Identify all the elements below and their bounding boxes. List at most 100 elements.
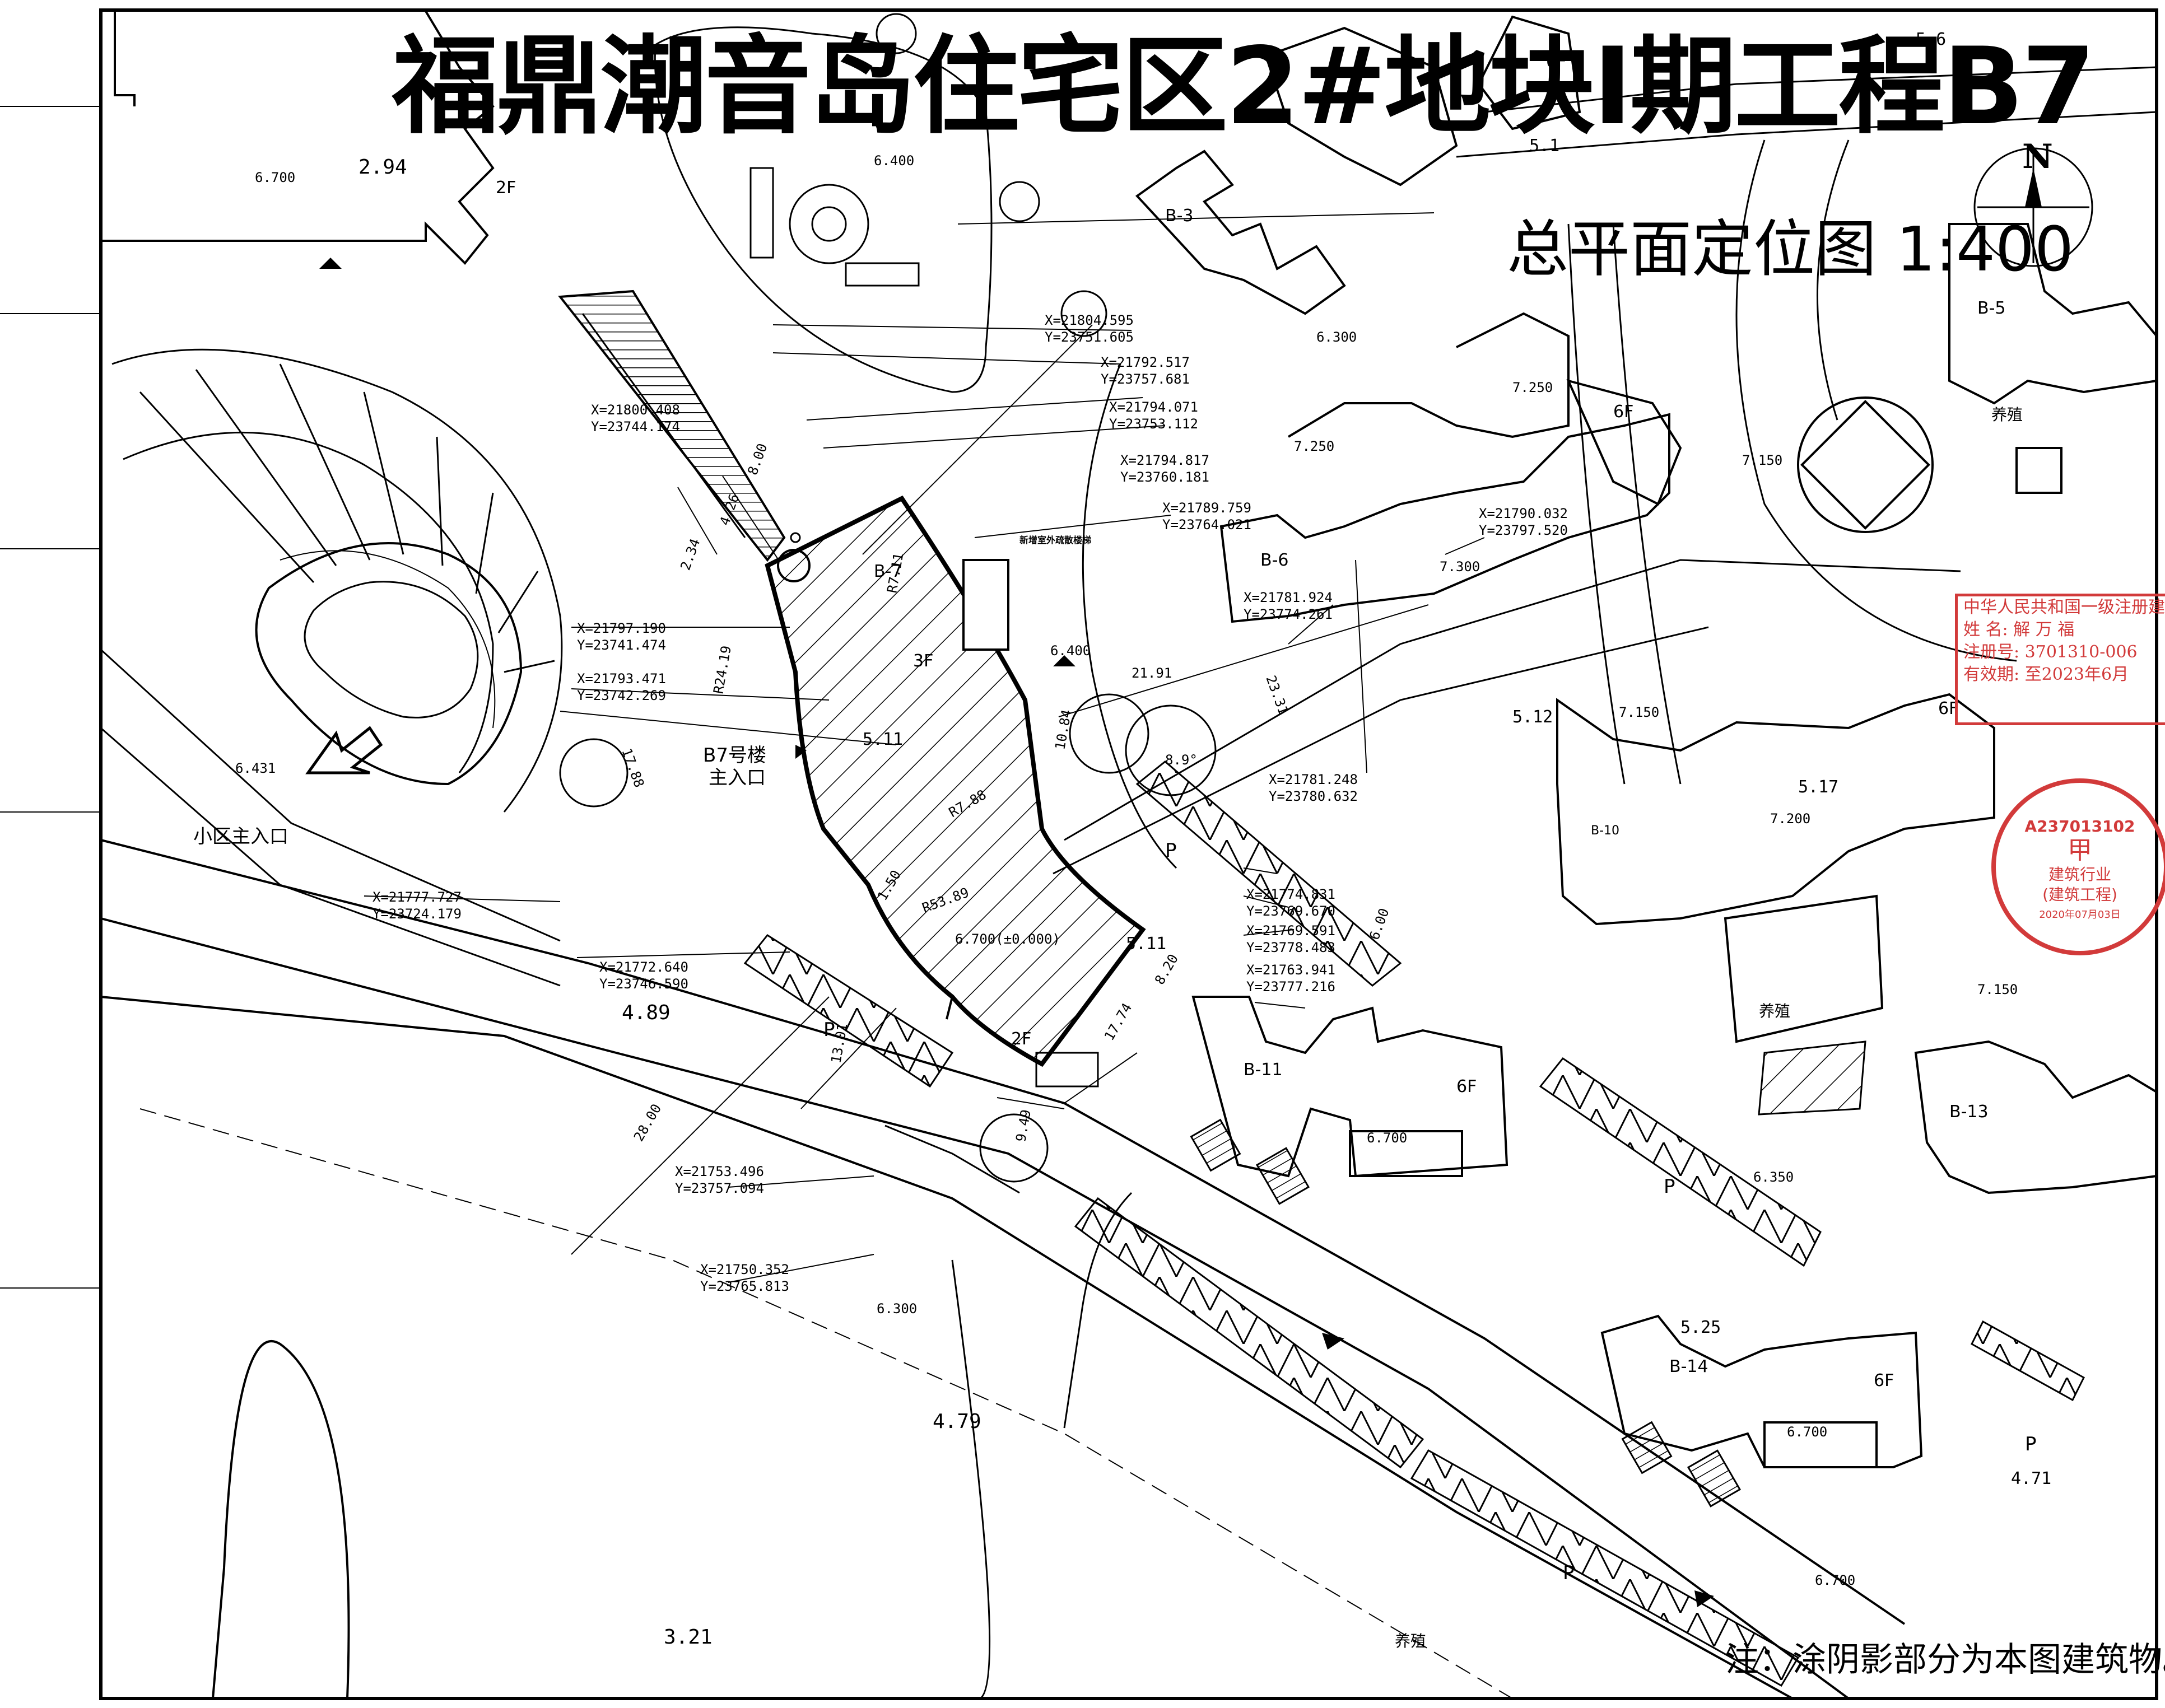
- label-6f-top: 6F: [1546, 52, 1566, 72]
- coordinate-x: X=21789.759: [1162, 500, 1251, 516]
- stamp-line: 中华人民共和国一级注册建: [1963, 598, 2165, 617]
- elevation-label: 6.431: [235, 760, 276, 776]
- building-labels: B-3 B-5 B-6 B-7 B-10 B-11 B-13 B-14 2F 2…: [496, 52, 2006, 1390]
- coordinate-x: X=21804.595: [1045, 312, 1134, 328]
- label-b10: B-10: [1591, 824, 1619, 838]
- coordinate-y: Y=23765.813: [700, 1278, 789, 1294]
- elevation-label: 5.25: [1680, 1318, 1721, 1337]
- registration-stamp: 中华人民共和国一级注册建 姓 名: 解 万 福 注册号: 3701310-006…: [1955, 594, 2165, 725]
- seal-industry: 建筑行业: [2048, 865, 2111, 884]
- elevation-label: 7.150: [1619, 704, 1659, 720]
- elevation-label: 5.12: [1512, 707, 1553, 727]
- label-b6: B-6: [1260, 550, 1289, 570]
- coordinate-y: Y=23764.021: [1162, 517, 1251, 533]
- stamp-line: 姓 名: 解 万 福: [1963, 620, 2075, 640]
- coordinate-labels: X=21804.595 Y=23751.605 X=21792.517 Y=23…: [373, 312, 1568, 1294]
- coordinate-y: Y=23769.670: [1246, 903, 1335, 919]
- elevation-label: 7.250: [1294, 438, 1334, 454]
- coordinate-y: Y=23751.605: [1045, 329, 1134, 345]
- coordinate-x: X=21781.924: [1244, 590, 1333, 605]
- stamp-line: 注册号: 3701310-006: [1963, 642, 2138, 662]
- roads: [100, 66, 2157, 1700]
- coordinate-x: X=21772.640: [599, 959, 688, 975]
- landscape-label: 养殖: [1759, 1002, 1790, 1020]
- parking-label: P: [1165, 839, 1177, 862]
- parking-label: P: [2025, 1433, 2037, 1455]
- b7-building: [765, 495, 1146, 1088]
- elevation-label: 7.200: [1770, 811, 1810, 827]
- coordinate-x: X=21781.248: [1269, 772, 1358, 787]
- label-6f-b14: 6F: [1874, 1371, 1894, 1390]
- stamp-line: 有效期: 至2023年6月: [1963, 665, 2129, 684]
- coordinate-x: X=21777.727: [373, 889, 462, 905]
- coordinate-x: X=21797.190: [577, 620, 666, 636]
- elevation-label: 5.17: [1798, 777, 1838, 797]
- coordinate-x: X=21794.071: [1109, 399, 1198, 415]
- elevation-label: 4.79: [933, 1410, 981, 1433]
- b7-entry-label-1: B7号楼: [703, 744, 766, 767]
- coordinate-y: Y=23777.216: [1246, 979, 1335, 995]
- coordinate-y: Y=23797.520: [1479, 522, 1568, 538]
- b7-stairs: [558, 290, 786, 562]
- parking-strips: [743, 760, 2085, 1687]
- label-2f-b7: 2F: [1011, 1029, 1031, 1049]
- dimension-label: 21.91: [1132, 665, 1172, 681]
- neighbor-buildings: [1135, 15, 2158, 1468]
- elevation-label: 4.71: [2011, 1469, 2051, 1488]
- trees: [559, 532, 1217, 1183]
- label-b3: B-3: [1165, 206, 1194, 226]
- elevation-label: 6.400: [874, 153, 914, 169]
- seal-date: 2020年07月03日: [2039, 909, 2121, 921]
- label-3f: 3F: [913, 651, 933, 671]
- coordinate-x: X=21763.941: [1246, 962, 1335, 978]
- landscape-label: 养殖: [1395, 1632, 1426, 1650]
- coordinate-y: Y=23757.681: [1101, 371, 1190, 387]
- parking-label: P: [823, 1019, 835, 1041]
- coordinate-x: X=21793.471: [577, 671, 666, 687]
- coordinate-y: Y=23780.632: [1269, 788, 1358, 804]
- coordinate-y: Y=23774.261: [1244, 606, 1333, 622]
- landscape-label: 养殖: [1991, 405, 2023, 424]
- elevation-label: 7.150: [1742, 452, 1782, 468]
- label-6f-b6: 6F: [1613, 402, 1633, 422]
- elevation-label: 6.350: [1753, 1169, 1794, 1185]
- b7-entry-label-2: 主入口: [709, 767, 766, 789]
- stair-blocks: [1190, 1118, 1742, 1508]
- landscape-labels: 养殖 养殖 养殖 P P P P P: [823, 405, 2037, 1650]
- label-b7: B-7: [874, 562, 902, 581]
- elevation-label: 7.300: [1440, 559, 1480, 575]
- coordinate-y: Y=23778.483: [1246, 940, 1335, 955]
- coordinate-x: X=21753.496: [675, 1164, 764, 1179]
- elevation-label: 5.1: [1529, 136, 1559, 156]
- svg-text:N: N: [2022, 137, 2053, 176]
- elevation-label: 6.700: [255, 170, 295, 185]
- coordinate-y: Y=23753.112: [1109, 416, 1198, 432]
- main-entry-label: 小区主入口: [193, 825, 288, 848]
- elevation-label: 3.21: [664, 1626, 713, 1649]
- plaza-semicircle: [111, 348, 563, 813]
- coordinate-x: X=21794.817: [1120, 452, 1209, 468]
- new-stair-label: 新增室外疏散楼梯: [1019, 535, 1091, 545]
- coordinate-x: X=21750.352: [700, 1262, 789, 1277]
- top-left-building: [101, 10, 495, 265]
- label-b11: B-11: [1244, 1060, 1283, 1080]
- coordinate-x: X=21790.032: [1479, 506, 1568, 521]
- elevation-label: 5.11: [1126, 934, 1166, 954]
- drawing-subtitle: 总平面定位图 1:400: [1507, 213, 2074, 285]
- north-arrow: N: [1973, 137, 2093, 267]
- coordinate-y: Y=23741.474: [577, 637, 666, 653]
- seal-code: A237013102: [2024, 817, 2135, 836]
- coordinate-y: Y=23746.590: [599, 976, 688, 992]
- elevation-labels: 6.700 2.94 6.400 6.300 7.250 7.250 7.150…: [235, 30, 2051, 1649]
- coordinate-x: X=21769.591: [1246, 923, 1335, 939]
- elevation-label: 2.94: [358, 156, 407, 179]
- label-b5: B-5: [1977, 298, 2006, 318]
- elevation-label: 5.6: [1916, 30, 1946, 49]
- elevation-label: 7.150: [1977, 982, 2018, 997]
- coordinate-y: Y=23757.094: [675, 1180, 764, 1196]
- coordinate-x: X=21800.408: [591, 402, 680, 418]
- elevation-label: 5.11: [863, 730, 903, 749]
- elevation-label: 6.400: [1050, 643, 1091, 659]
- coordinate-y: Y=23744.174: [591, 419, 680, 435]
